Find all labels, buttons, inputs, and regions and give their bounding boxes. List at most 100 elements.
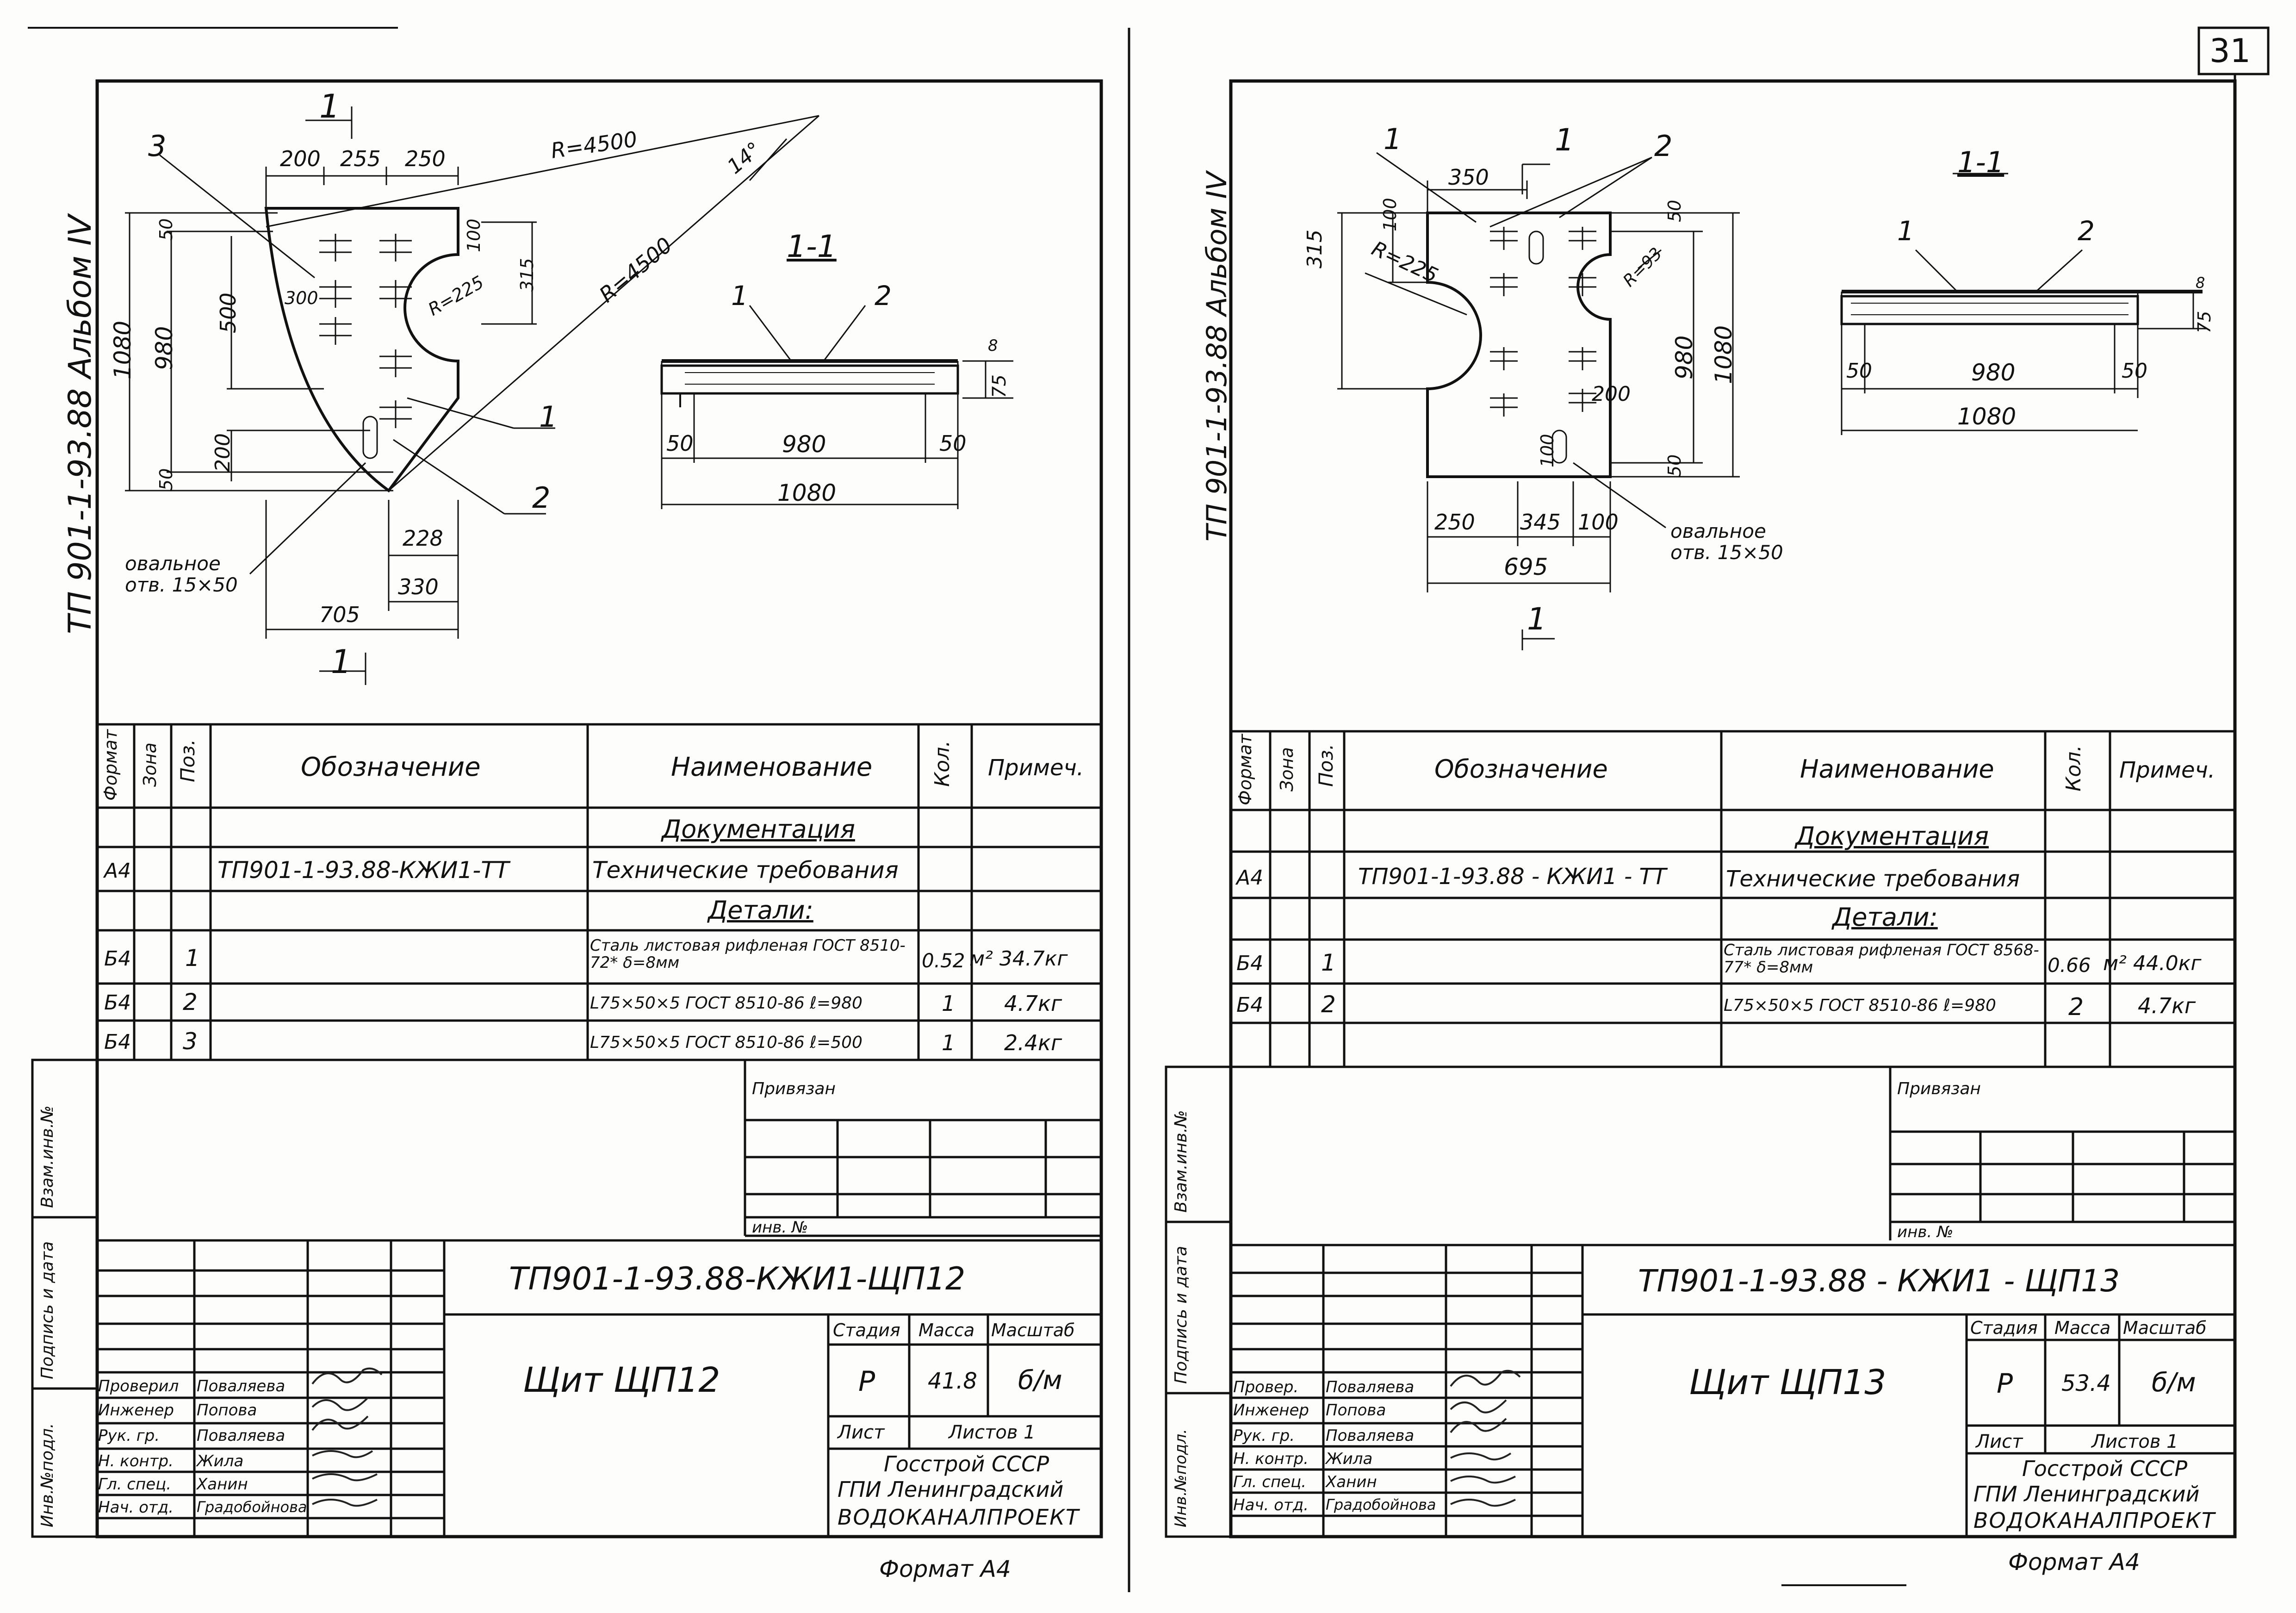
side-label-sign: Подпись и дата: [38, 1241, 57, 1379]
section-dim: 50: [2122, 359, 2147, 383]
name: Жила: [197, 1452, 244, 1470]
section-mark-top: 1: [1555, 122, 1574, 158]
spec-qty: 2: [2068, 993, 2084, 1021]
section-dim: 980: [782, 431, 826, 458]
spec-pos: 2: [183, 989, 198, 1015]
mass-label: Масса: [918, 1320, 975, 1340]
spec-format: А4: [1236, 866, 1264, 890]
hdr-pos: Поз.: [176, 739, 199, 782]
section-callout-2: 2: [2078, 215, 2095, 247]
stage-value: Р: [858, 1365, 875, 1398]
name: Попова: [197, 1401, 257, 1420]
mass-value: 53.4: [2061, 1370, 2111, 1396]
side-label-replace: Взам.инв.№: [38, 1105, 57, 1208]
side-label-inv: Инв.№подл.: [38, 1423, 57, 1527]
section-dim: 1080: [1957, 403, 2017, 430]
stage-label: Стадия: [1970, 1318, 2038, 1338]
spec-code: ТП901-1-93.88 - КЖИ1 - ТТ: [1358, 864, 1667, 890]
role: Инженер: [1233, 1401, 1309, 1420]
role: Нач. отд.: [98, 1498, 174, 1517]
spec-note: 4.7кг: [1004, 991, 1062, 1016]
dim: 100: [1380, 198, 1400, 231]
section-dim: 8: [2196, 274, 2205, 292]
hdr-format: Формат: [100, 729, 121, 801]
bound-label: Привязан: [1897, 1079, 1981, 1098]
mass-value: 41.8: [928, 1368, 977, 1394]
hdr-note: Примеч.: [988, 755, 1084, 781]
dim: 345: [1520, 510, 1561, 535]
section-dim: 75: [2194, 311, 2215, 333]
section-dim: 50: [939, 431, 967, 456]
spec-qty: 1: [942, 991, 956, 1016]
name: Градобойнова: [197, 1498, 307, 1516]
section-dim: 50: [666, 431, 694, 456]
dim: 315: [517, 258, 537, 292]
dim: 980: [1671, 335, 1698, 380]
org-3: ВОДОКАНАЛПРОЕКТ: [1973, 1508, 2216, 1533]
sheet-label: Лист: [838, 1422, 885, 1443]
side-label-replace: Взам.инв.№: [1172, 1110, 1191, 1213]
stage-label: Стадия: [833, 1320, 900, 1340]
role: Рук. гр.: [1233, 1426, 1295, 1445]
spec-name: L75×50×5 ГОСТ 8510-86 ℓ=500: [590, 1033, 863, 1052]
name: Ханин: [1326, 1473, 1377, 1491]
role: Гл. спец.: [98, 1475, 172, 1494]
spec-pos: 3: [183, 1028, 198, 1055]
sheets-label: Листов 1: [2091, 1431, 2178, 1452]
spec-name: Технические требования: [592, 857, 899, 884]
spec-pos: 2: [1321, 991, 1336, 1018]
spec-format: Б4: [104, 1030, 131, 1054]
callout-2: 2: [532, 481, 551, 515]
doc-code: ТП901-1-93.88-КЖИ1-ЩП12: [509, 1261, 966, 1297]
org-2: ГПИ Ленинградский: [838, 1477, 1064, 1502]
scale-label: Масштаб: [2123, 1318, 2207, 1338]
callout-1: 1: [1384, 122, 1402, 156]
hdr-code: Обозначение: [1434, 754, 1608, 784]
section-dim: 1080: [777, 480, 837, 506]
section-title: 1-1: [787, 229, 837, 264]
role: Рук. гр.: [98, 1426, 160, 1445]
dim: 255: [340, 146, 381, 171]
scale-value: б/м: [1018, 1365, 1062, 1395]
spec-format: Б4: [1236, 952, 1264, 975]
section-mark-top: 1: [319, 87, 340, 125]
format-label: Формат А4: [2008, 1549, 2140, 1576]
hdr-pos: Поз.: [1315, 744, 1337, 787]
role: Провер.: [1233, 1378, 1299, 1396]
dim: 100: [1537, 434, 1558, 467]
hdr-zone: Зона: [140, 742, 160, 787]
spec-format: Б4: [104, 991, 131, 1015]
scale-label: Масштаб: [991, 1320, 1075, 1340]
name: Попова: [1326, 1401, 1386, 1420]
dim: 200: [1592, 382, 1631, 406]
side-label-sign: Подпись и дата: [1172, 1246, 1191, 1384]
role: Гл. спец.: [1233, 1473, 1307, 1491]
section-dim: 8: [988, 336, 998, 355]
dim: 330: [398, 574, 439, 599]
hdr-note: Примеч.: [2119, 757, 2215, 783]
dim: 200: [211, 433, 235, 472]
dim: 315: [1303, 230, 1327, 268]
dim: 100: [464, 218, 484, 252]
dim: 250: [405, 146, 446, 171]
callout-2: 2: [1654, 129, 1673, 163]
role: Инженер: [98, 1401, 174, 1420]
spec-name: L75×50×5 ГОСТ 8510-86 ℓ=980: [1724, 996, 1996, 1015]
spec-note: м² 34.7кг: [969, 947, 1068, 971]
dim: 695: [1504, 554, 1548, 580]
group-parts: Детали:: [708, 896, 813, 925]
hdr-name: Наименование: [1800, 754, 1994, 784]
callout-1: 1: [539, 400, 558, 434]
spec-name: Технические требования: [1726, 866, 2020, 892]
role: Проверил: [98, 1377, 179, 1395]
dim: 250: [1434, 510, 1475, 535]
spec-qty: 0.52: [922, 949, 965, 972]
dim: 50: [1664, 199, 1685, 222]
album-label: ТП 901-1-93.88 Альбом IV: [62, 215, 99, 634]
spec-note: 4.7кг: [2138, 993, 2196, 1018]
oval-hole-label: овальное отв. 15×50: [125, 552, 238, 597]
spec-qty: 0.66: [2048, 954, 2091, 977]
name: Ханин: [197, 1475, 248, 1494]
spec-name: L75×50×5 ГОСТ 8510-86 ℓ=980: [590, 994, 863, 1013]
